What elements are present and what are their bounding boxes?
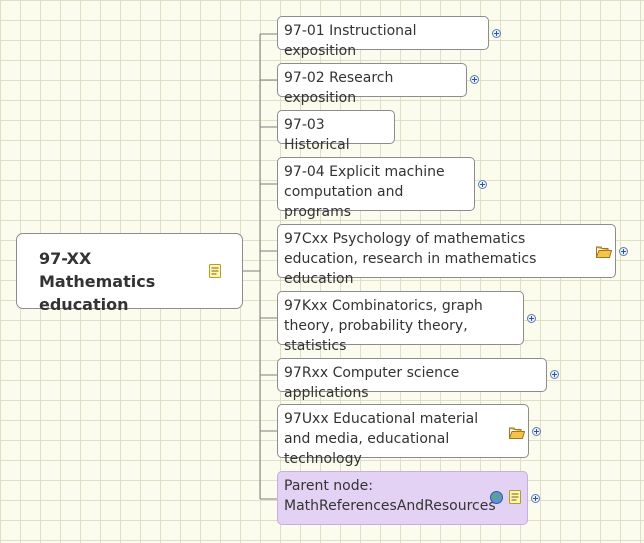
topic-97cxx[interactable]: 97Cxx Psychology of mathematics educatio… bbox=[277, 224, 616, 287]
parent-node-topic[interactable]: Parent node: MathReferencesAndResources bbox=[277, 471, 528, 525]
topic-97-01[interactable]: 97-01 Instructional exposition bbox=[277, 16, 489, 59]
topic-97-04[interactable]: 97-04 Explicit machine computation and p… bbox=[277, 157, 475, 220]
topic-97-02[interactable]: 97-02 Research exposition bbox=[277, 63, 467, 106]
folder-icon[interactable] bbox=[596, 246, 612, 258]
note-icon[interactable] bbox=[509, 490, 521, 504]
expand-plus-icon[interactable] bbox=[492, 29, 501, 38]
topic-label: 97-01 Instructional exposition bbox=[284, 23, 417, 59]
expand-plus-icon[interactable] bbox=[550, 370, 559, 379]
topic-label: Parent node: MathReferencesAndResources bbox=[284, 478, 496, 514]
topic-label: 97Kxx Combinatorics, graph theory, proba… bbox=[284, 298, 483, 354]
topic-label: 97Uxx Educational material and media, ed… bbox=[284, 411, 479, 467]
topic-label: 97-04 Explicit machine computation and p… bbox=[284, 164, 445, 220]
topic-97kxx[interactable]: 97Kxx Combinatorics, graph theory, proba… bbox=[277, 291, 524, 354]
expand-plus-icon[interactable] bbox=[527, 314, 536, 323]
topic-97-03[interactable]: 97-03 Historical bbox=[277, 110, 395, 153]
globe-icon[interactable] bbox=[490, 491, 503, 504]
topic-label: 97-03 Historical bbox=[284, 117, 350, 153]
expand-plus-icon[interactable] bbox=[532, 427, 541, 436]
expand-plus-icon[interactable] bbox=[478, 180, 487, 189]
expand-plus-icon[interactable] bbox=[470, 75, 479, 84]
topic-label: 97-02 Research exposition bbox=[284, 70, 394, 106]
expand-plus-icon[interactable] bbox=[531, 494, 540, 503]
topic-97rxx[interactable]: 97Rxx Computer science applications bbox=[277, 358, 547, 401]
topic-label: 97Cxx Psychology of mathematics educatio… bbox=[284, 231, 537, 287]
topic-97uxx[interactable]: 97Uxx Educational material and media, ed… bbox=[277, 404, 529, 467]
expand-plus-icon[interactable] bbox=[619, 247, 628, 256]
folder-icon[interactable] bbox=[509, 427, 525, 439]
central-topic[interactable]: 97-XX Mathematics education bbox=[16, 233, 243, 314]
note-icon[interactable] bbox=[209, 264, 221, 278]
topic-label: 97Rxx Computer science applications bbox=[284, 365, 460, 401]
central-topic-label: 97-XX Mathematics education bbox=[39, 249, 156, 314]
